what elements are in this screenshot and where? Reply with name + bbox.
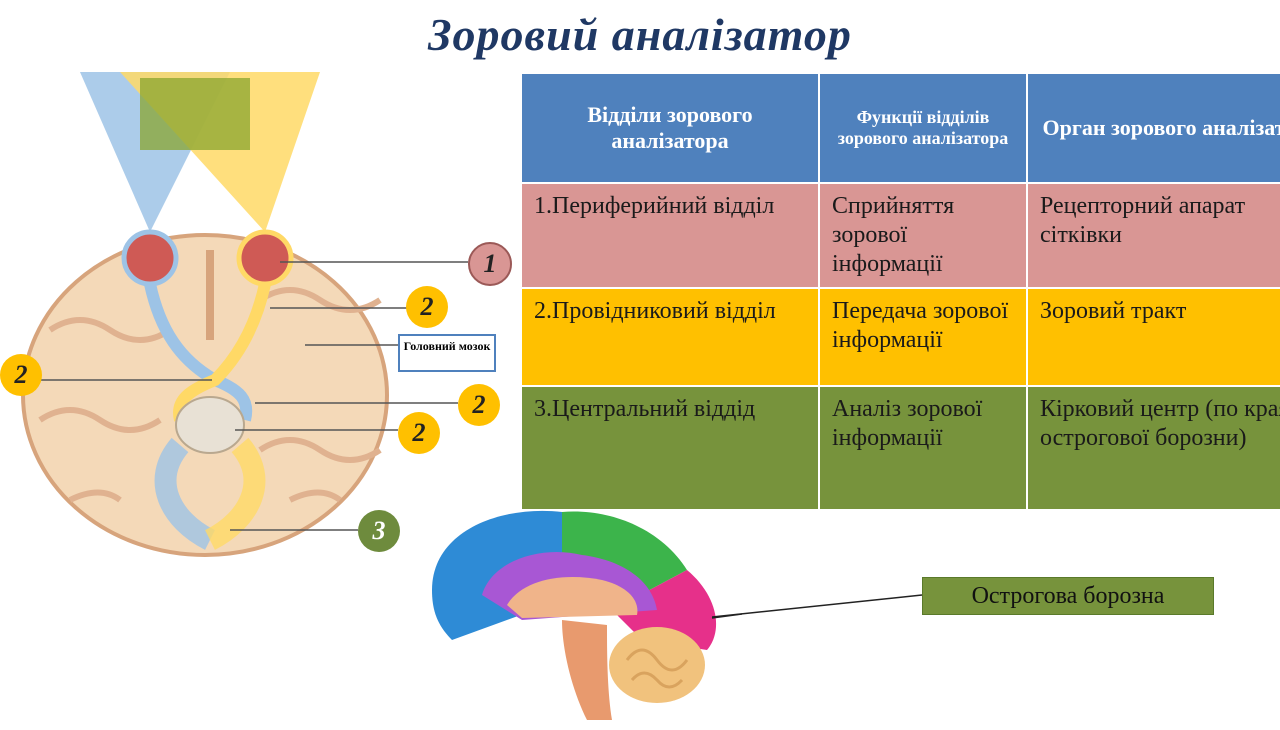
table-cell: Зоровий тракт bbox=[1026, 287, 1280, 387]
table-cell: 1.Периферийний відділ bbox=[520, 182, 820, 289]
left-eye bbox=[121, 229, 179, 287]
table-header-cell: Орган зорового аналізатора bbox=[1026, 72, 1280, 184]
table-row: 1.Периферийний відділ Сприйняття зорової… bbox=[520, 182, 1280, 289]
cerebellum-folia bbox=[625, 648, 689, 689]
left-optic-nerve-path bbox=[144, 282, 253, 422]
pointer-lines bbox=[38, 261, 468, 531]
brain-label: Головний мозок bbox=[398, 334, 496, 372]
visual-pathway-diagram bbox=[21, 72, 468, 557]
cortex-gyri bbox=[38, 287, 382, 503]
table-cell: 3.Центральний віддід bbox=[520, 385, 820, 511]
sulcus-pointer bbox=[712, 594, 923, 618]
table-cell: Аналіз зорової інформації bbox=[818, 385, 1028, 511]
thalamus bbox=[175, 396, 245, 454]
left-optic-radiation bbox=[154, 437, 216, 550]
table-row: 3.Центральний віддід Аналіз зорової інфо… bbox=[520, 385, 1280, 511]
badge-conductive: 2 bbox=[458, 384, 500, 426]
table-cell: Сприйняття зорової інформації bbox=[818, 182, 1028, 289]
badge-conductive: 2 bbox=[406, 286, 448, 328]
badge-central: 3 bbox=[358, 510, 400, 552]
table-row: 2.Провідниковий відділ Передача зорової … bbox=[520, 287, 1280, 387]
brain-outline bbox=[21, 233, 389, 557]
table-header-row: Відділи зорового аналізатора Функції від… bbox=[520, 72, 1280, 184]
right-optic-nerve-path bbox=[173, 282, 271, 422]
table-cell: 2.Провідниковий відділ bbox=[520, 287, 820, 387]
right-eye bbox=[236, 229, 294, 287]
right-optic-radiation bbox=[204, 437, 266, 550]
brainstem bbox=[562, 620, 612, 720]
analyzer-table: Відділи зорового аналізатора Функції від… bbox=[520, 72, 1280, 511]
corpus-callosum bbox=[507, 577, 638, 618]
table-cell: Кірковий центр (по краях острогової боро… bbox=[1026, 385, 1280, 511]
calcarine-sulcus-label: Острогова борозна bbox=[922, 577, 1214, 615]
object-shape bbox=[140, 78, 250, 150]
table-cell: Передача зорової інформації bbox=[818, 287, 1028, 387]
table-header-cell: Функції відділів зорового аналізатора bbox=[818, 72, 1028, 184]
badge-conductive: 2 bbox=[0, 354, 42, 396]
table-cell: Рецепторний апарат сітківки bbox=[1026, 182, 1280, 289]
badge-conductive: 2 bbox=[398, 412, 440, 454]
slide-title: Зоровий аналізатор bbox=[428, 9, 852, 60]
occipital-region bbox=[612, 570, 717, 650]
cerebellum bbox=[609, 627, 705, 703]
table-header-cell: Відділи зорового аналізатора bbox=[520, 72, 820, 184]
sagittal-brain-illustration bbox=[432, 510, 742, 720]
badge-peripheral: 1 bbox=[468, 242, 512, 286]
